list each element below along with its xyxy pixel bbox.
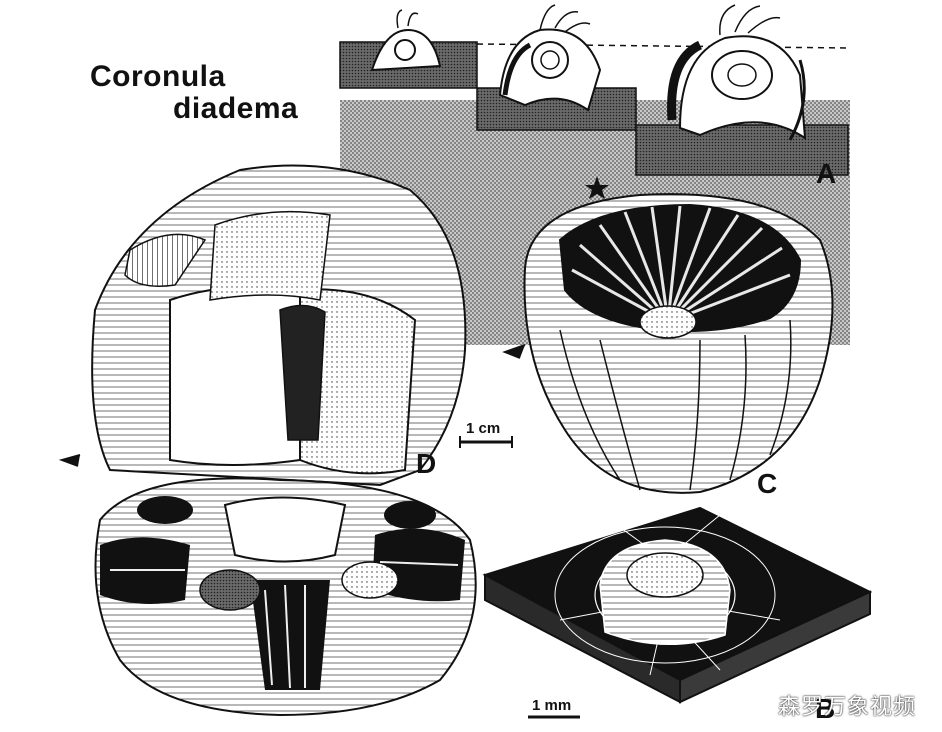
panel-b-block <box>482 506 873 704</box>
panel-label-b: B <box>815 693 836 724</box>
panel-d-barnacle <box>58 164 477 717</box>
barnacle-stage-3-icon <box>667 4 807 141</box>
watermark: 森罗万象视频 <box>778 695 917 720</box>
title-line-2: diadema <box>173 92 299 125</box>
panel-label-a: A <box>816 158 837 189</box>
barnacle-stage-2-icon <box>498 4 602 112</box>
barnacle-stage-1-icon <box>370 9 442 72</box>
scale-label-mm: 1 mm <box>532 697 572 714</box>
scale-label-cm: 1 cm <box>466 420 501 437</box>
panel-c-barnacle <box>502 176 834 494</box>
title-line-1: Coronula <box>90 60 226 93</box>
panel-label-d: D <box>416 448 437 479</box>
panel-label-c: C <box>757 468 778 499</box>
